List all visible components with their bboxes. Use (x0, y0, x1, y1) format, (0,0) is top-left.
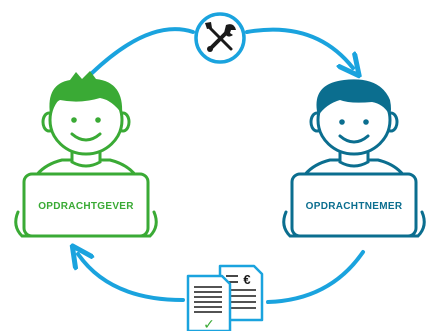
approval-check-icon: ✓ (203, 317, 215, 331)
cycle-arrows (78, 27, 365, 304)
arrow-bottom-right (266, 250, 365, 304)
arrow-bottom-left (78, 254, 185, 302)
arrow-top-right (245, 27, 353, 68)
contract-document (186, 274, 232, 331)
client-hair (49, 71, 123, 114)
contractor-figure: OPDRACHTNEMER (282, 79, 426, 238)
client-label: OPDRACHTGEVER (38, 201, 134, 212)
tools-icon (194, 12, 246, 64)
client-figure: OPDRACHTGEVER (14, 71, 158, 238)
client-sign (22, 172, 150, 238)
arrow-top (90, 27, 195, 75)
contractor-sign (290, 172, 418, 238)
invoice-euro-symbol: € (243, 272, 250, 287)
contractor-label: OPDRACHTNEMER (306, 201, 403, 212)
documents-invoice-icon: € ✓ (186, 264, 264, 331)
contractor-hair (316, 79, 391, 116)
